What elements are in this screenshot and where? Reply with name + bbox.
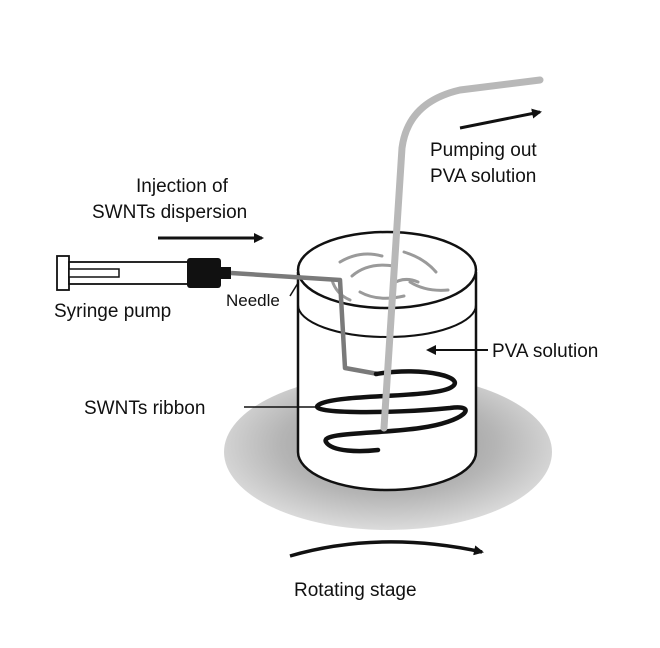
rotation-arrow xyxy=(289,540,484,558)
swirl-marks xyxy=(330,250,450,302)
needle-label: Needle xyxy=(226,291,280,310)
beaker-rim xyxy=(296,230,478,310)
syringe-pump-label: Syringe pump xyxy=(54,301,171,322)
injection-label-line2: SWNTs dispersion xyxy=(92,202,247,223)
syringe-pump xyxy=(56,255,231,291)
swnts-ribbon-label: SWNTs ribbon xyxy=(84,398,205,419)
needle-tube xyxy=(230,270,379,377)
pumping-out-label-line1: Pumping out xyxy=(430,140,537,161)
swnts-ribbon-coil xyxy=(315,369,468,454)
needle-pointer xyxy=(289,282,299,297)
outlet-tube xyxy=(380,76,544,432)
injection-label-line1: Injection of xyxy=(136,176,229,197)
pumping-out-label-line2: PVA solution xyxy=(430,166,536,187)
pumping-out-arrow xyxy=(459,108,542,130)
pva-solution-label: PVA solution xyxy=(492,341,598,362)
rotating-stage-label: Rotating stage xyxy=(294,580,417,601)
